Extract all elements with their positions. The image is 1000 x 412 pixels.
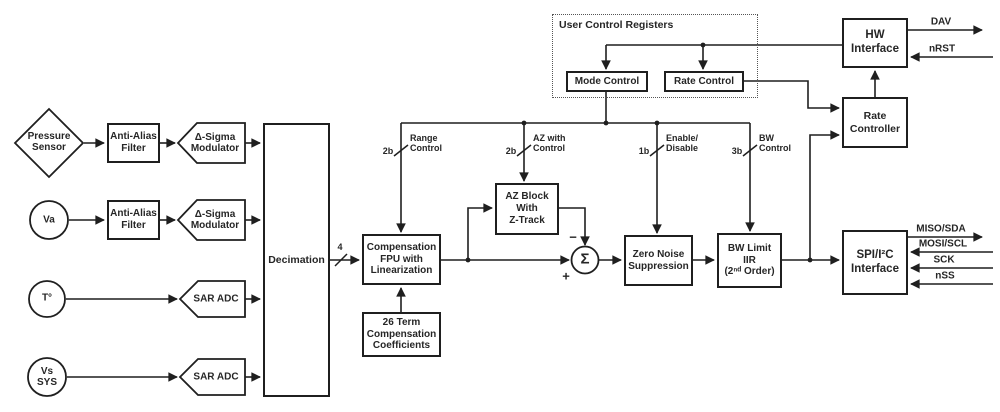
zero-noise-suppression-block: Zero Noise Suppression [624, 235, 693, 286]
port-wires [908, 25, 993, 289]
va-label: Va [43, 214, 55, 226]
va-shape [29, 200, 69, 240]
decimation-block: Decimation [263, 123, 330, 397]
bus-width-slashes [334, 144, 758, 267]
pressure-sensor-label: Pressure Sensor [27, 130, 71, 153]
temperature-label: T° [41, 292, 53, 304]
compensation-fpu-block: Compensation FPU with Linearization [362, 234, 441, 285]
bw-control-bits: 3b [731, 145, 743, 156]
hw-interface-block: HW Interface [842, 18, 908, 68]
compensation-coefficients-block: 26 Term Compensation Coefficients [362, 312, 441, 357]
mosi-scl-port-label: MOSI/SCL [918, 238, 968, 250]
enable-disable-bits: 1b [638, 145, 650, 156]
anti-alias-filter-2-block: Anti-Alias Filter [107, 200, 160, 240]
temperature-shape [28, 280, 66, 318]
range-control-bits: 2b [382, 145, 394, 156]
user-control-registers-group [552, 14, 758, 98]
summing-node-symbol: Σ [580, 250, 590, 268]
sck-port-label: SCK [933, 254, 955, 266]
mode-control-register: Mode Control [566, 71, 648, 92]
pressure-sensor-shape [13, 107, 85, 179]
top-wires [601, 44, 880, 260]
range-control-tap-label: Range Control [410, 133, 442, 154]
nss-port-label: nSS [935, 270, 955, 282]
az-block: AZ Block With Z-Track [495, 183, 559, 235]
main-chain-wires [330, 203, 840, 312]
sar-adc-2-label: SAR ADC [193, 371, 239, 383]
az-control-bits: 2b [505, 145, 517, 156]
dav-port-label: DAV [930, 16, 952, 28]
delta-sigma-modulator-1-label: Δ-Sigma Modulator [190, 131, 240, 154]
miso-sda-port-label: MISO/SDA [916, 223, 966, 235]
summing-plus-sign: + [562, 268, 570, 284]
spi-i2c-interface-block: SPI/I²C Interface [842, 230, 908, 295]
summing-minus-sign: − [569, 229, 577, 245]
rate-control-register: Rate Control [664, 71, 744, 92]
sar-adc-1-label: SAR ADC [193, 293, 239, 305]
junction-dots [465, 42, 813, 263]
bw-limit-iir-block: BW Limit IIR (2ⁿᵈ Order) [717, 233, 782, 288]
az-control-tap-label: AZ with Control [533, 133, 566, 154]
delta-sigma-modulator-2-label: Δ-Sigma Modulator [190, 208, 240, 231]
input-wires [66, 138, 261, 382]
rate-controller-block: Rate Controller [842, 97, 908, 148]
enable-disable-tap-label: Enable/ Disable [666, 133, 699, 154]
anti-alias-filter-1-block: Anti-Alias Filter [107, 123, 160, 163]
control-bus-wires [396, 92, 755, 234]
vs-sys-shape [27, 357, 67, 397]
bw-control-tap-label: BW Control [759, 133, 791, 154]
user-control-registers-title: User Control Registers [559, 19, 674, 31]
nrst-port-label: nRST [928, 43, 956, 55]
decimation-output-bus-width: 4 [337, 241, 343, 252]
vs-sys-label: Vs SYS [36, 365, 58, 388]
